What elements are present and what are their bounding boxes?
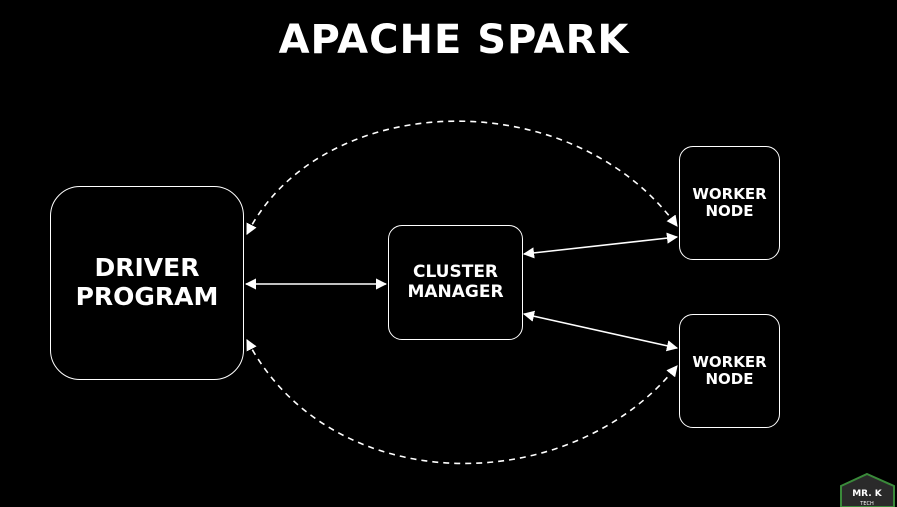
worker-node-top-label: WORKER NODE — [692, 184, 767, 220]
driver-program-label: DRIVER PROGRAM — [75, 253, 219, 311]
logo-text-line1: MR. K — [852, 489, 883, 499]
cluster-worker-top-arrow — [522, 232, 679, 259]
cluster-manager-box: CLUSTER MANAGER — [388, 225, 523, 340]
mr-k-tech-logo: MR. K TECH — [840, 472, 895, 507]
cluster-worker-bottom-arrow — [522, 310, 679, 352]
driver-worker-bottom-dashed-arc — [246, 339, 678, 465]
driver-worker-top-dashed-arc — [246, 120, 678, 235]
driver-program-box: DRIVER PROGRAM — [50, 186, 244, 380]
cluster-manager-label: CLUSTER MANAGER — [407, 261, 504, 302]
diagram-title: APACHE SPARK — [278, 17, 630, 63]
worker-node-top-box: WORKER NODE — [679, 146, 780, 260]
logo-text-line2: TECH — [859, 501, 874, 507]
worker-node-bottom-label: WORKER NODE — [692, 352, 767, 388]
worker-node-bottom-box: WORKER NODE — [679, 314, 780, 428]
